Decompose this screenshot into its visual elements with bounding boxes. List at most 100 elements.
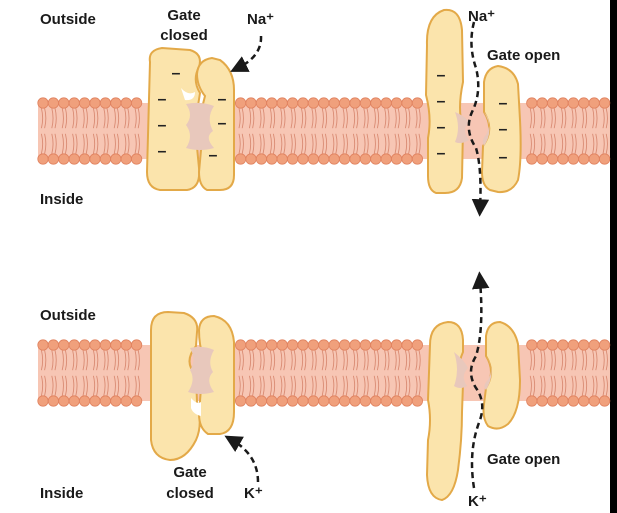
top-open-gate: – – – – – – – [426, 10, 521, 193]
phospholipid-head [568, 340, 578, 350]
phospholipid-head [589, 340, 599, 350]
charge-sign: – [209, 147, 218, 164]
phospholipid-head [360, 340, 370, 350]
phospholipid-head [59, 154, 69, 164]
charge-sign: – [218, 115, 227, 132]
phospholipid-head [121, 396, 131, 406]
phospholipid-head [402, 396, 412, 406]
phospholipid-head [298, 154, 308, 164]
phospholipid-head [69, 98, 79, 108]
charge-sign: – [437, 67, 446, 84]
phospholipid-head [69, 396, 79, 406]
phospholipid-head [579, 98, 589, 108]
phospholipid-head [48, 98, 58, 108]
phospholipid-head [59, 396, 69, 406]
phospholipid-head [381, 396, 391, 406]
phospholipid-head [111, 396, 121, 406]
phospholipid-head [402, 154, 412, 164]
phospholipid-head [100, 340, 110, 350]
phospholipid-head [235, 154, 245, 164]
bottom-membrane [38, 340, 610, 406]
phospholipid-head [527, 98, 537, 108]
phospholipid-head [131, 154, 141, 164]
phospholipid-head [69, 154, 79, 164]
phospholipid-head [547, 154, 557, 164]
phospholipid-head [329, 340, 339, 350]
phospholipid-head [111, 98, 121, 108]
open-gate-left-subunit [427, 322, 463, 500]
phospholipid-head [350, 98, 360, 108]
sodium-ion-label: Na⁺ [247, 11, 274, 28]
phospholipid-head [579, 340, 589, 350]
phospholipid-head [246, 340, 256, 350]
phospholipid-head [256, 154, 266, 164]
gate-closed-label-line2: closed [160, 27, 208, 44]
phospholipid-head [339, 154, 349, 164]
top-closed-gate: – – – – – – – [147, 48, 234, 190]
phospholipid-head [235, 396, 245, 406]
phospholipid-head [412, 340, 422, 350]
phospholipid-head [277, 98, 287, 108]
phospholipid-head [527, 396, 537, 406]
inside-label: Inside [40, 191, 83, 208]
phospholipid-head [79, 98, 89, 108]
phospholipid-head [558, 396, 568, 406]
charge-sign: – [437, 145, 446, 162]
phospholipid-head [412, 154, 422, 164]
phospholipid-head [547, 340, 557, 350]
gate-closed-label-line1: Gate [173, 464, 206, 481]
phospholipid-head [360, 396, 370, 406]
gate-closed-label-line2: closed [166, 485, 214, 502]
phospholipid-head [599, 98, 609, 108]
phospholipid-head [131, 98, 141, 108]
phospholipid-head [391, 340, 401, 350]
phospholipid-head [287, 396, 297, 406]
phospholipid-head [79, 396, 89, 406]
phospholipid-head [371, 98, 381, 108]
phospholipid-head [38, 98, 48, 108]
phospholipid-head [329, 154, 339, 164]
phospholipid-head [277, 396, 287, 406]
phospholipid-head [381, 340, 391, 350]
phospholipid-head [599, 340, 609, 350]
phospholipid-head [391, 154, 401, 164]
inside-label: Inside [40, 485, 83, 502]
phospholipid-head [131, 396, 141, 406]
phospholipid-head [568, 396, 578, 406]
phospholipid-head [412, 396, 422, 406]
phospholipid-head [256, 340, 266, 350]
phospholipid-head [558, 154, 568, 164]
phospholipid-head [308, 396, 318, 406]
phospholipid-head [90, 154, 100, 164]
phospholipid-head [339, 340, 349, 350]
phospholipid-head [599, 154, 609, 164]
phospholipid-head [402, 340, 412, 350]
phospholipid-head [48, 340, 58, 350]
phospholipid-head [308, 154, 318, 164]
phospholipid-head [100, 98, 110, 108]
phospholipid-head [100, 396, 110, 406]
phospholipid-head [38, 340, 48, 350]
phospholipid-head [59, 340, 69, 350]
charge-sign: – [158, 91, 167, 108]
charge-sign: – [499, 121, 508, 138]
phospholipid-head [256, 396, 266, 406]
phospholipid-head [121, 154, 131, 164]
phospholipid-head [339, 98, 349, 108]
phospholipid-head [38, 154, 48, 164]
gate-closed-label-line1: Gate [167, 7, 200, 24]
phospholipid-head [111, 154, 121, 164]
phospholipid-head [121, 340, 131, 350]
phospholipid-head [371, 154, 381, 164]
phospholipid-head [298, 98, 308, 108]
phospholipid-head [527, 340, 537, 350]
phospholipid-head [277, 154, 287, 164]
phospholipid-head [298, 396, 308, 406]
charge-sign: – [499, 149, 508, 166]
phospholipid-head [235, 340, 245, 350]
bottom-membrane-band [38, 345, 610, 401]
outside-label: Outside [40, 307, 96, 324]
phospholipid-head [298, 340, 308, 350]
